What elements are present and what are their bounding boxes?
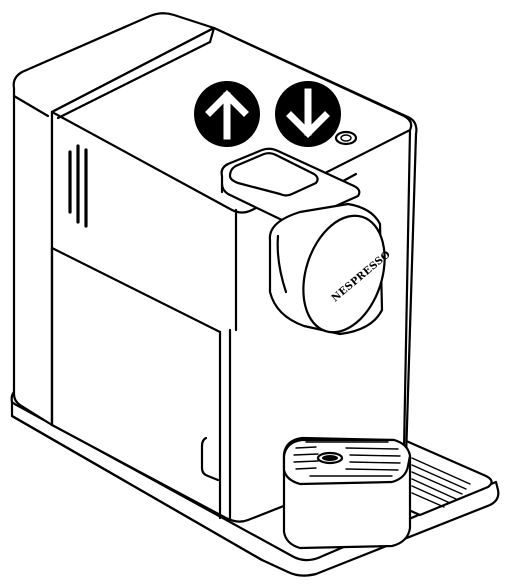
arrow-down-icon: [275, 81, 341, 147]
drip-tray-grid: [402, 438, 493, 517]
water-tank-vents: [68, 144, 88, 228]
power-button[interactable]: [334, 130, 358, 146]
brew-head: [268, 202, 386, 336]
capsule-lever[interactable]: [220, 147, 361, 225]
front-panel-seams: [50, 208, 238, 522]
water-tank-window: [200, 436, 220, 482]
arrow-up-icon: [194, 81, 260, 147]
cup-support: [282, 436, 412, 550]
